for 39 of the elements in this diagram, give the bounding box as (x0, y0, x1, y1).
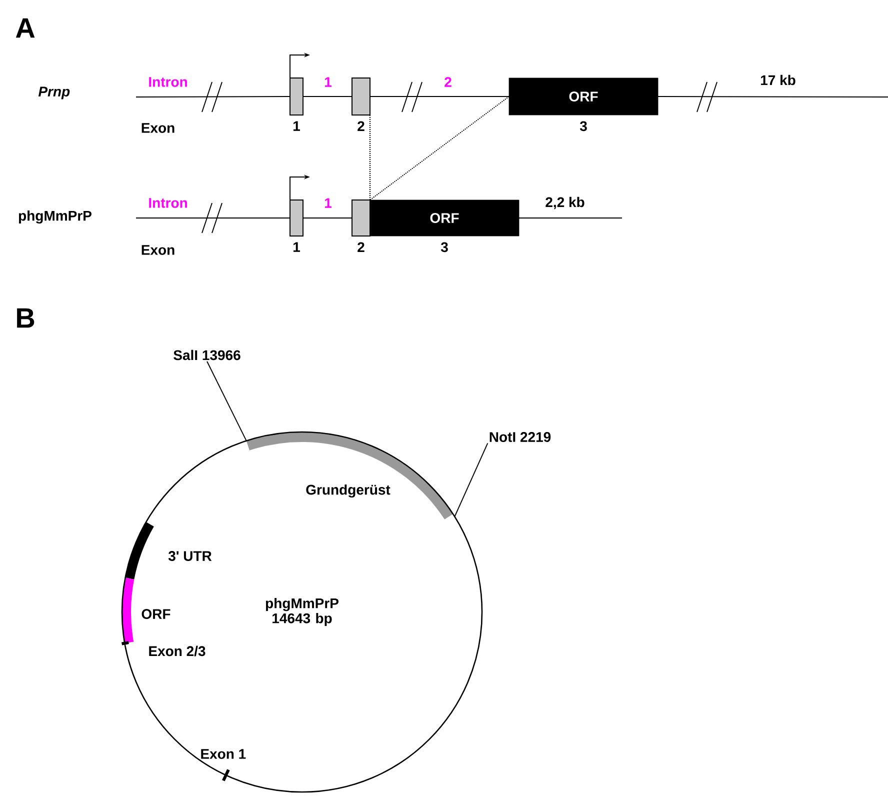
annotation-label: 2,2 kb (546, 196, 584, 210)
exon-number: 2 (358, 121, 364, 131)
site-label: SalI 13966 (174, 350, 240, 360)
intron-label: 1 (325, 198, 332, 208)
intron-label: Intron (149, 198, 187, 208)
intron-label: 2 (444, 77, 452, 87)
orf-box: ORF (370, 200, 520, 236)
site-label: NotI 2219 (490, 432, 551, 442)
gene-name: Prnp (38, 86, 70, 100)
exon-number: 3 (580, 121, 587, 132)
annotation-label: 17 kb (761, 74, 796, 86)
panel-letter: B (17, 308, 34, 328)
leader-line (454, 442, 488, 518)
gene-line (302, 96, 352, 97)
exon-number: 1 (294, 242, 300, 252)
gene-line (658, 96, 888, 98)
annotation-label: Exon (142, 245, 174, 255)
exon-number: 3 (440, 242, 448, 252)
orf-box: ORF (508, 78, 658, 116)
gene-line (136, 96, 290, 98)
exon-box (290, 200, 304, 236)
annotation-label: Exon 2/3 (149, 646, 206, 656)
gene-line (370, 96, 510, 97)
annotation-label: Grundgerüst (306, 484, 390, 498)
exon-box (290, 78, 304, 116)
annotation-label: Exon (142, 123, 174, 133)
exon-number: 1 (294, 121, 300, 131)
annotation-label: Exon 1 (201, 749, 246, 759)
panel-letter: A (16, 18, 35, 38)
exon-number: 2 (358, 242, 364, 252)
annotation-label: phgMmPrP (18, 210, 92, 224)
annotation-label: 3' UTR (168, 551, 212, 561)
intron-label: Intron (149, 77, 187, 87)
intron-label: 1 (325, 77, 332, 87)
exon-box (352, 78, 370, 116)
exon-box (352, 200, 370, 236)
alignment-line (370, 96, 510, 200)
leader-line (206, 360, 247, 442)
annotation-label: ORF (142, 609, 170, 619)
